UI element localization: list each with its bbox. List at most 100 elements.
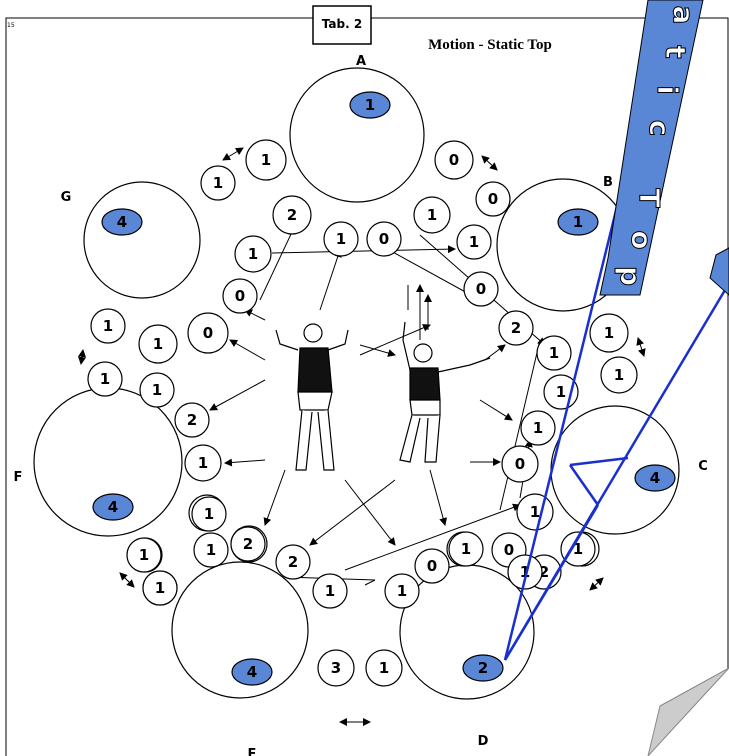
node-circle: 1 — [365, 649, 403, 687]
node-circle: 2 — [275, 544, 311, 580]
node-circle: 2 — [498, 310, 534, 346]
station-value: 4 — [650, 469, 660, 487]
station-badge — [231, 658, 273, 686]
node-circle: 1 — [90, 308, 126, 344]
node-value: 1 — [397, 582, 407, 600]
station-value: 4 — [117, 213, 127, 231]
station-label: B — [603, 175, 613, 190]
node-circle: 1 — [589, 313, 629, 353]
node-value: 2 — [511, 319, 521, 337]
station-label: E — [248, 747, 257, 756]
node-value: 2 — [539, 563, 549, 581]
banner-letter: T — [633, 188, 666, 207]
node-value: 0 — [488, 190, 498, 208]
node-value: 1 — [152, 381, 162, 399]
node-value: 0 — [515, 455, 525, 473]
node-value: 3 — [331, 659, 341, 677]
station-b: 1B — [496, 175, 630, 312]
node-circle: 2 — [174, 402, 210, 438]
station-value: 4 — [247, 663, 257, 681]
station-label: G — [61, 190, 72, 205]
central-figure-left — [275, 323, 349, 471]
node-circle: 1 — [413, 196, 451, 234]
station-badge — [101, 208, 143, 236]
station-value: 4 — [108, 498, 118, 516]
station-d: 2D — [399, 564, 535, 749]
node-circle: 1 — [138, 324, 178, 364]
station-badge — [557, 208, 599, 236]
node-value: 0 — [379, 230, 389, 248]
station-g: 4G — [61, 181, 201, 299]
station-a: 1A — [289, 54, 425, 203]
tab-label: Tab. 2 — [322, 17, 362, 31]
station-e: 4E — [171, 561, 309, 756]
node-value: 1 — [533, 419, 543, 437]
node-value: 1 — [204, 505, 214, 523]
node-value: 2 — [243, 535, 253, 553]
node-circle: 1 — [516, 493, 554, 531]
diagram-title: Motion - Static Top — [428, 37, 552, 53]
node-value: 0 — [449, 151, 459, 169]
node-value: 1 — [379, 659, 389, 677]
node-circle: 1 — [139, 372, 175, 408]
node-value: 1 — [520, 563, 530, 581]
banner-letter: i — [651, 85, 684, 95]
node-circle: 1 — [600, 356, 638, 394]
node-circle: 1 — [126, 537, 162, 573]
node-circle: 0 — [187, 312, 229, 354]
station-c: 4C — [550, 405, 708, 535]
node-value: 1 — [325, 582, 335, 600]
node-value: 1 — [100, 370, 110, 388]
node-value: 1 — [336, 230, 346, 248]
node-value: 1 — [556, 383, 566, 401]
node-value: 1 — [461, 540, 471, 558]
pair-arrows — [78, 147, 646, 726]
node-circle: 1 — [384, 573, 420, 609]
node-circle: 1 — [448, 531, 484, 567]
node-circle: 0 — [414, 548, 450, 584]
node-circle: 1 — [536, 335, 572, 371]
node-circle: 1 — [520, 410, 556, 446]
node-value: 1 — [549, 344, 559, 362]
node-value: 1 — [198, 454, 208, 472]
central-figure-right — [399, 321, 491, 463]
node-value: 1 — [206, 541, 216, 559]
node-value: 0 — [504, 541, 514, 559]
node-circle: 1 — [87, 361, 123, 397]
station-label: F — [14, 470, 23, 485]
node-value: 1 — [213, 174, 223, 192]
node-circle: 0 — [475, 181, 511, 217]
node-circle: 1 — [507, 554, 543, 590]
page-number: 15 — [7, 22, 15, 29]
node-circle: 1 — [200, 165, 236, 201]
node-circle: 1 — [456, 224, 492, 260]
node-value: 1 — [469, 233, 479, 251]
station-value: 1 — [365, 96, 375, 114]
station-badge — [634, 464, 676, 492]
station-circle — [83, 181, 201, 299]
station-label: D — [478, 734, 489, 749]
banner-letter: p — [614, 266, 647, 286]
node-circle: 1 — [323, 221, 359, 257]
node-circle: 1 — [312, 573, 348, 609]
node-group: 1100211101001102111111210111211210220111… — [87, 139, 638, 687]
node-value: 1 — [139, 546, 149, 564]
node-circle: 1 — [245, 139, 287, 181]
node-circle: 0 — [222, 278, 258, 314]
page-curl — [647, 667, 729, 756]
node-circle: 1 — [142, 570, 178, 606]
banner-letter: t — [659, 45, 692, 58]
banner-letter: o — [625, 230, 658, 249]
node-value: 2 — [287, 206, 297, 224]
node-value: 1 — [103, 317, 113, 335]
banner-letter: c — [643, 120, 676, 137]
banner-fragment — [709, 247, 729, 296]
node-value: 2 — [187, 411, 197, 429]
node-circle: 0 — [463, 271, 499, 307]
node-circle: 0 — [434, 140, 474, 180]
station-circle — [171, 561, 309, 699]
station-circle — [289, 67, 425, 203]
